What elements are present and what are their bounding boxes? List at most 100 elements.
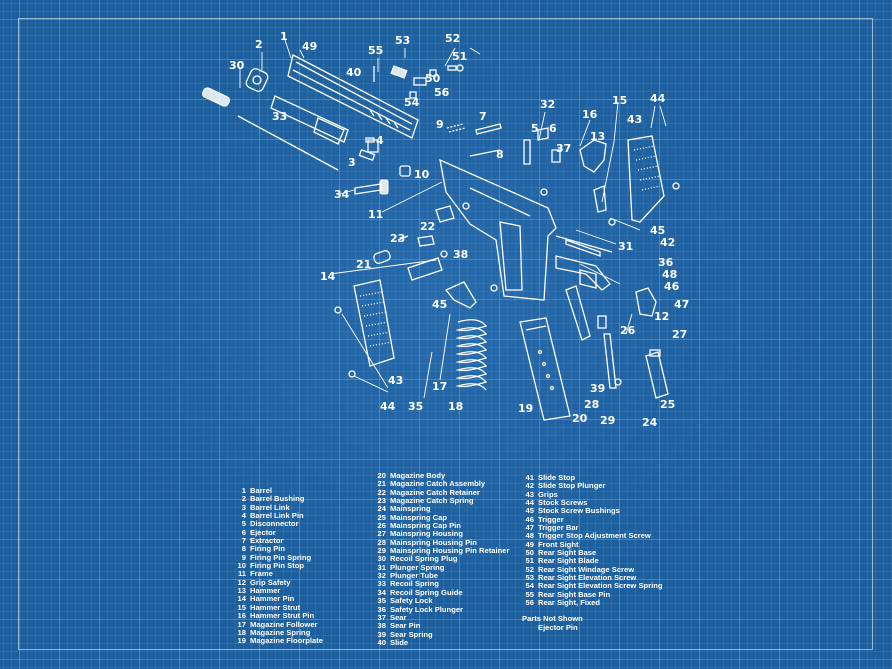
legend-part-name: Rear Sight Windage Screw — [538, 564, 635, 574]
grip-panel-right — [608, 135, 680, 226]
callout-16: 16 — [582, 108, 598, 121]
legend-part-name: Magazine Floorplate — [250, 636, 323, 646]
rear-sight-parts — [373, 64, 464, 99]
legend-part-number: 40 — [377, 637, 386, 647]
callout-4: 4 — [376, 134, 384, 147]
legend-part-name: Sear Pin — [390, 621, 421, 631]
legend-part-number: 50 — [525, 548, 534, 558]
legend-part-number: 37 — [377, 612, 386, 622]
legend-part-name: Magazine Body — [390, 471, 446, 480]
legend-part-name: Firing Pin — [250, 544, 286, 554]
legend-part-number: 24 — [377, 504, 386, 514]
callout-6: 6 — [549, 122, 557, 135]
parts-not-shown: Parts Not Shown Ejector Pin — [522, 614, 583, 632]
callout-21: 21 — [356, 258, 371, 271]
legend-part-name: Stock Screw Bushings — [538, 506, 620, 516]
callout-17: 17 — [432, 380, 447, 393]
callout-49: 49 — [302, 40, 317, 53]
legend-part-number: 15 — [237, 602, 246, 612]
legend-part-number: 29 — [377, 546, 386, 556]
legend-part-name: Safety Lock — [390, 596, 433, 606]
legend-part-name: Rear Sight Elevation Screw — [538, 573, 637, 583]
callout-1: 1 — [280, 30, 288, 43]
legend-part-number: 17 — [237, 619, 246, 629]
legend-part-number: 8 — [241, 544, 246, 554]
legend-part-name: Slide Stop — [538, 473, 576, 482]
callout-15: 15 — [612, 94, 627, 107]
legend-part-number: 18 — [237, 627, 246, 637]
legend-part-number: 7 — [241, 536, 246, 546]
legend-part-number: 32 — [377, 571, 386, 581]
callout-38: 38 — [453, 248, 468, 261]
legend-part-number: 51 — [525, 556, 534, 566]
callout-8: 8 — [496, 148, 504, 161]
legend-part-name: Rear Sight, Fixed — [538, 598, 601, 608]
legend-part-number: 23 — [377, 496, 386, 506]
legend-part-number: 16 — [237, 611, 246, 621]
legend-part-name: Frame — [250, 569, 273, 579]
legend-entry: 40 Slide — [372, 637, 509, 647]
legend-part-number: 26 — [377, 521, 386, 531]
legend-part-name: Hammer — [250, 586, 281, 596]
callout-51: 51 — [452, 50, 467, 63]
magazine-spring — [455, 319, 488, 391]
callout-28: 28 — [584, 398, 599, 411]
callout-53: 53 — [395, 34, 410, 47]
legend-part-number: 42 — [525, 481, 534, 491]
legend-part-number: 35 — [377, 596, 386, 606]
callout-48: 48 — [662, 268, 677, 281]
barrel-link — [358, 137, 376, 162]
legend-part-number: 25 — [377, 512, 386, 522]
hammer-group — [523, 127, 607, 213]
legend-part-number: 20 — [377, 471, 386, 480]
callout-30: 30 — [229, 59, 245, 72]
callout-22: 22 — [420, 220, 435, 233]
callout-34: 34 — [334, 188, 350, 201]
legend-part-name: Slide — [390, 637, 409, 647]
firing-pin-group — [367, 123, 502, 177]
mainspring-group — [597, 315, 669, 399]
callout-32: 32 — [540, 98, 555, 111]
callout-43-right: 43 — [627, 113, 642, 126]
frame — [439, 158, 557, 301]
callout-37: 37 — [556, 142, 571, 155]
legend-part-number: 12 — [237, 577, 246, 587]
callout-45-right: 45 — [650, 224, 665, 237]
callout-44-left: 44 — [380, 400, 396, 413]
recoil-spring-guide — [354, 179, 389, 195]
legend-part-name: Barrel Bushing — [250, 494, 305, 504]
legend-part-name: Mainspring Cap Pin — [390, 521, 461, 531]
legend-part-name: Stock Screws — [538, 498, 588, 508]
callout-46: 46 — [664, 280, 680, 293]
legend-part-name: Sear — [390, 612, 407, 622]
callout-11: 11 — [368, 208, 383, 221]
callout-45-mid: 45 — [432, 298, 447, 311]
legend-part-name: Recoil Spring — [390, 579, 439, 589]
